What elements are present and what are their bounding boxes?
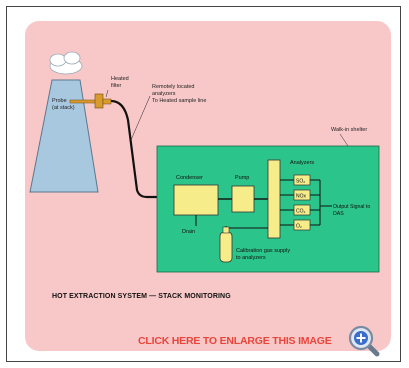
heated-filter-label-line2: filter [111,83,122,89]
enlarge-image-link[interactable]: CLICK HERE TO ENLARGE THIS IMAGE [138,335,332,347]
analyzer-stack [280,174,332,231]
calibration-label-line1: Calibration gas supply [236,248,290,254]
magnifier-plus-icon[interactable] [344,321,384,361]
pump-box [231,185,255,213]
drain-label: Drain [182,229,195,235]
analyzer-nox-label: NOx [296,194,307,200]
remote-label-line2: analyzers [152,91,176,97]
condenser-label: Condenser [176,175,203,181]
output-label-line2: DAS [333,211,344,217]
remote-label-line1: Remotely located [152,84,195,90]
analyzer-co2-label: CO₂ [296,209,306,215]
heated-sample-line [110,99,174,199]
probe-label-line1: Probe [52,98,67,104]
walkin-label: Walk-in shelter [331,127,367,133]
analyzer-o2-label: O₂ [296,224,302,230]
calibration-cylinder [219,231,233,263]
probe-label-line2: (at stack) [52,105,75,111]
condenser-box [173,184,219,216]
pump-label: Pump [235,175,249,181]
remote-label-line3: To Heated sample line [152,98,206,104]
filter-leader [105,89,109,98]
remote-leader [130,95,151,141]
heated-filter-shape [94,93,104,109]
stack-shape [29,79,99,193]
walkin-leader [339,133,349,147]
analyzers-label: Analyzers [290,160,314,166]
calibration-label-line2: to analyzers [236,255,266,261]
manifold-bar [267,159,281,239]
output-label-line1: Output Signal to [333,204,370,210]
analyzer-so2-label: SO₂ [296,179,305,185]
probe-rod [69,99,97,104]
cylinder-valve [222,226,230,234]
diagram-caption: HOT EXTRACTION SYSTEM — STACK MONITORING [52,293,231,300]
heated-filter-label-line1: Heated [111,76,129,82]
filter-outlet [102,98,112,105]
smoke-icon [49,51,83,75]
